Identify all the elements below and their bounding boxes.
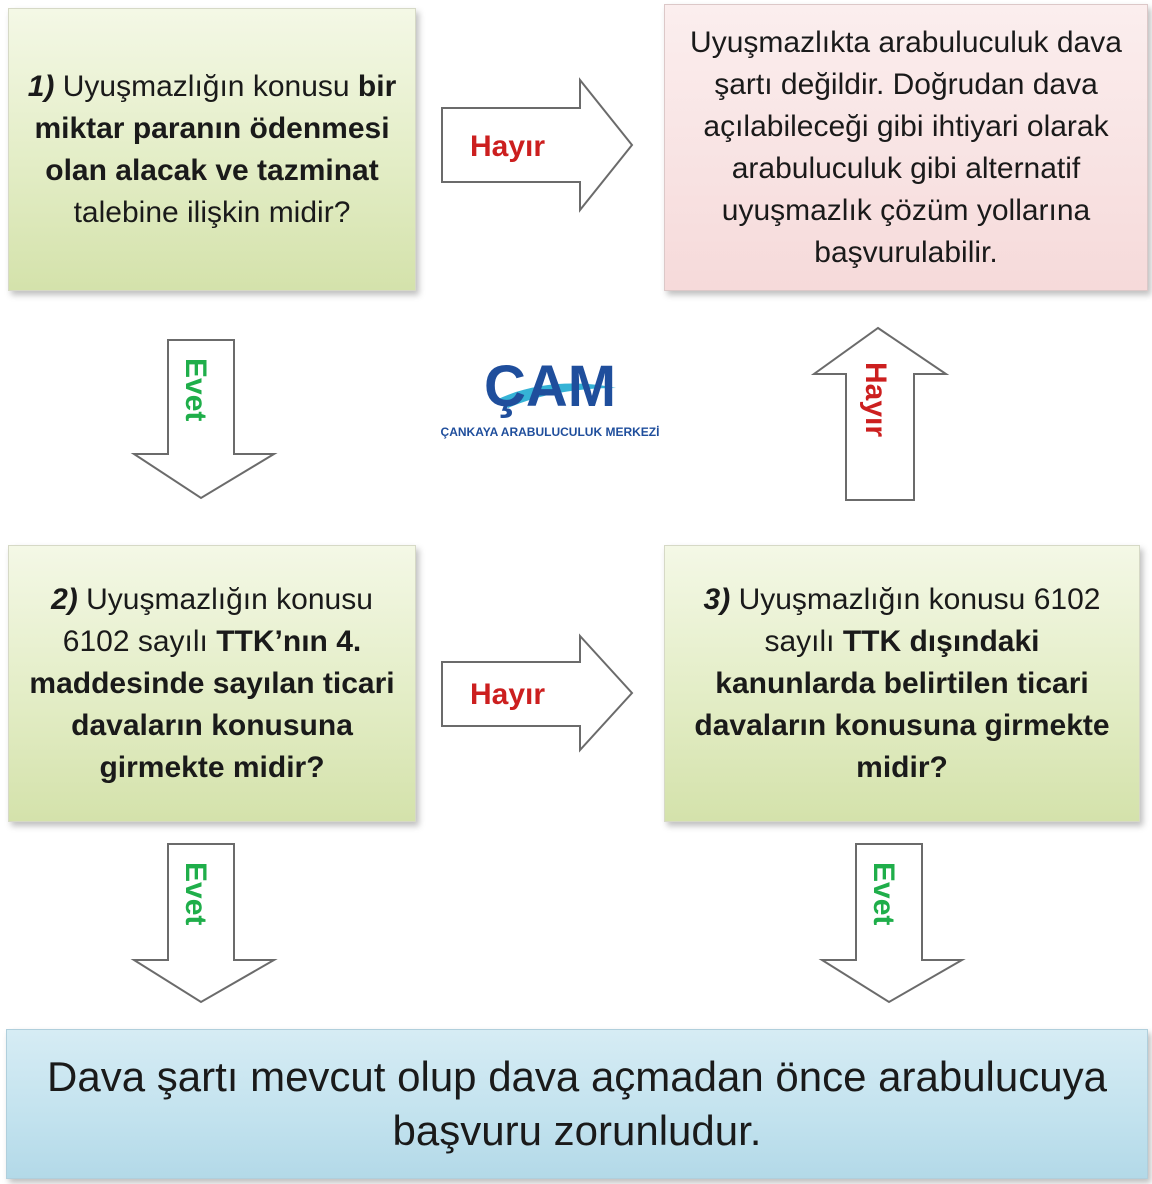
arrow-q2-yes-label: Evet: [179, 862, 212, 925]
question-2-text: 2) Uyuşmazlığın konusu 6102 sayılı TTK’n…: [9, 579, 415, 789]
question-3-lead: Uyuşmazlığın konusu 6102 sayılı: [730, 582, 1101, 658]
question-3-bold: TTK dışındaki kanunlarda belirtilen tica…: [694, 624, 1110, 784]
question-2-bold: TTK’nın 4. maddesinde sayılan ticari dav…: [29, 624, 395, 784]
question-2-lead: Uyuşmazlığın konusu 6102 sayılı: [62, 582, 373, 658]
arrow-q2-yes: Evet: [130, 843, 278, 1004]
logo-subtitle: ÇANKAYA ARABULUCULUK MERKEZİ: [441, 424, 660, 439]
arrow-q1-yes-label: Evet: [179, 358, 212, 421]
question-1-box: 1) Uyuşmazlığın konusu bir miktar paranı…: [8, 8, 416, 291]
question-1-tail: talebine ilişkin midir?: [73, 195, 351, 229]
no-condition-box: Uyuşmazlıkta arabuluculuk dava şartı değ…: [664, 4, 1148, 291]
question-3-text: 3) Uyuşmazlığın konusu 6102 sayılı TTK d…: [665, 579, 1139, 789]
no-condition-text: Uyuşmazlıkta arabuluculuk dava şartı değ…: [690, 25, 1122, 269]
question-1-number: 1): [27, 69, 55, 103]
logo-swoosh: [496, 383, 616, 408]
logo-mark: ÇAM: [484, 354, 616, 419]
arrow-q3-no: Hayır: [810, 326, 950, 501]
question-1-text: 1) Uyuşmazlığın konusu bir miktar paranı…: [9, 66, 415, 234]
question-3-box: 3) Uyuşmazlığın konusu 6102 sayılı TTK d…: [664, 545, 1140, 822]
arrow-q1-yes: Evet: [130, 339, 278, 500]
arrow-q2-no-label: Hayır: [470, 678, 545, 711]
cam-logo: ÇAM ÇANKAYA ARABULUCULUK MERKEZİ: [441, 354, 660, 439]
question-3-number: 3): [703, 582, 731, 616]
question-1-lead: Uyuşmazlığın konusu: [54, 69, 358, 103]
arrow-q2-no: Hayır: [441, 633, 634, 753]
final-result-text: Dava şartı mevcut olup dava açmadan önce…: [47, 1053, 1107, 1154]
question-2-box: 2) Uyuşmazlığın konusu 6102 sayılı TTK’n…: [8, 545, 416, 822]
question-2-number: 2): [51, 582, 78, 616]
question-1-bold: bir miktar paranın ödenmesi olan alacak …: [34, 69, 397, 187]
arrow-q3-yes: Evet: [818, 843, 966, 1004]
arrow-q3-no-label: Hayır: [859, 362, 892, 437]
arrow-q1-no-label: Hayır: [470, 130, 545, 163]
final-result-box: Dava şartı mevcut olup dava açmadan önce…: [6, 1029, 1148, 1179]
arrow-q1-no: Hayır: [441, 77, 634, 213]
arrow-q3-yes-label: Evet: [867, 862, 900, 925]
